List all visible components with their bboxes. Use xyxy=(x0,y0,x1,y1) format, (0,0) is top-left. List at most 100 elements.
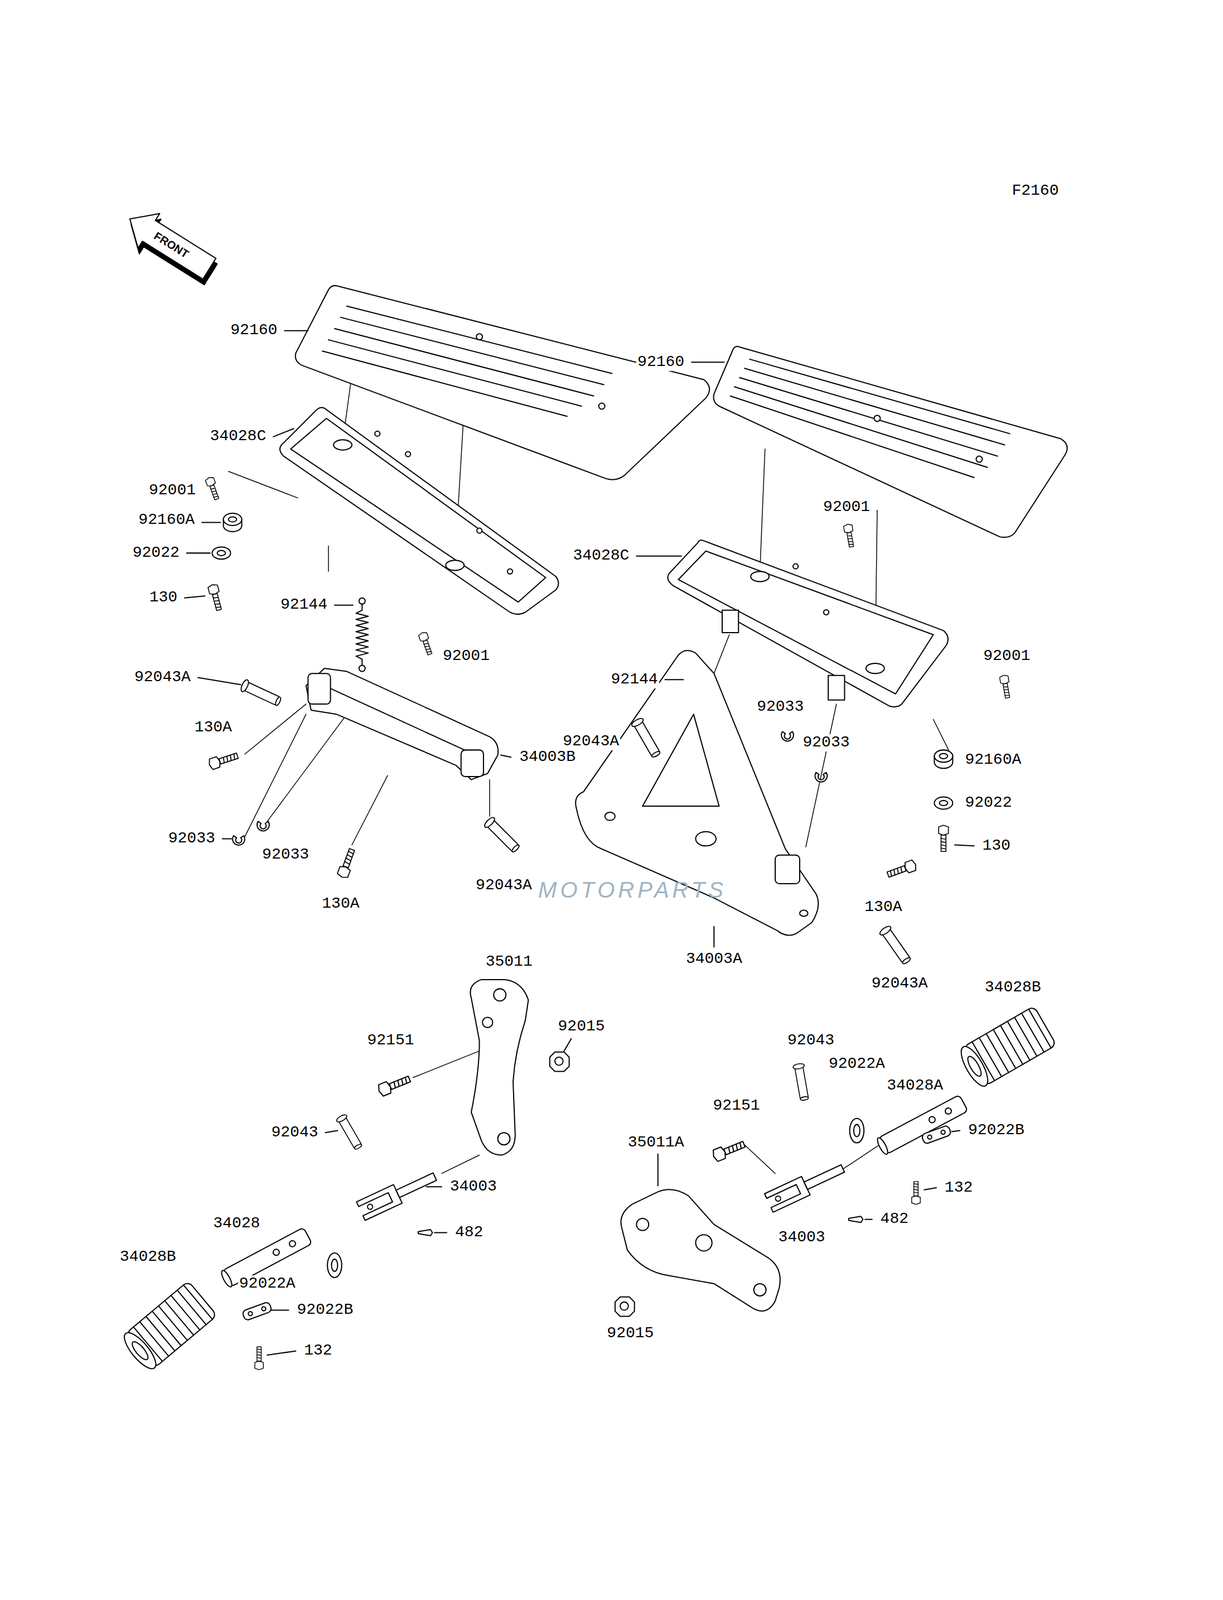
hardware xyxy=(204,476,221,501)
footboard-plate xyxy=(823,609,829,615)
hardware xyxy=(482,815,522,855)
hardware xyxy=(549,1051,570,1072)
direction-label: FRONT xyxy=(151,229,191,260)
callout-number: 130 xyxy=(148,588,179,607)
bracket xyxy=(695,831,717,847)
front-arrow xyxy=(118,201,220,286)
callout-number: 34028C xyxy=(572,547,631,565)
leader-line xyxy=(954,844,975,846)
leader-line xyxy=(197,677,241,685)
footboard-rubber xyxy=(598,403,606,410)
callout-number: 130 xyxy=(981,837,1012,855)
footboard-plate xyxy=(445,559,464,570)
footboard-plate xyxy=(374,431,380,437)
assembly-line xyxy=(228,471,329,572)
hardware xyxy=(764,1158,848,1212)
bracket xyxy=(799,910,809,917)
footboard-plate xyxy=(290,418,546,602)
callout-number: 92001 xyxy=(441,647,491,665)
leader-line xyxy=(271,1309,289,1311)
callout-number: 482 xyxy=(879,1210,910,1228)
callout-number: 92001 xyxy=(982,647,1032,665)
bracket xyxy=(306,668,499,780)
footboard-plate xyxy=(793,563,799,569)
footboard-plate xyxy=(333,439,352,450)
callout-number: 130A xyxy=(193,718,234,737)
hardware xyxy=(327,1252,342,1278)
bracket xyxy=(753,1283,767,1296)
leader-line xyxy=(184,330,975,1355)
hardware xyxy=(878,924,913,966)
hardware xyxy=(119,1051,569,1374)
callout-number: 92033 xyxy=(167,829,217,848)
hardware xyxy=(630,716,663,760)
bracket xyxy=(470,979,529,1155)
callout-number: 92043A xyxy=(870,974,930,993)
callout-number: 92033 xyxy=(755,698,805,716)
footboard-plate xyxy=(750,571,770,582)
callout-number: 92144 xyxy=(610,670,660,689)
callout-number: 34028C xyxy=(208,427,268,446)
callout-number: 92033 xyxy=(260,846,311,864)
callout-number: 130A xyxy=(320,895,361,913)
hardware xyxy=(938,824,949,852)
bracket xyxy=(775,854,800,884)
hardware xyxy=(207,750,239,770)
leader-line xyxy=(864,1218,873,1220)
hardware xyxy=(848,1215,864,1222)
leader-line xyxy=(222,837,232,839)
hardware xyxy=(615,1005,1057,1316)
callout-number: 35011 xyxy=(484,953,534,971)
hardware xyxy=(356,1167,439,1221)
bracket xyxy=(605,811,616,821)
leader-line xyxy=(284,330,308,332)
leader-line xyxy=(184,595,206,598)
leader-line xyxy=(267,1350,296,1355)
leader-line xyxy=(665,678,684,680)
footboard-plate xyxy=(828,675,845,700)
footboard-plate xyxy=(507,568,513,574)
footboard-plate xyxy=(405,451,411,457)
hardware xyxy=(849,1118,865,1143)
footboard-rubber xyxy=(713,346,1068,538)
callout-number: 34028A xyxy=(885,1076,945,1095)
leader-line xyxy=(657,1153,659,1186)
leader-line xyxy=(434,1231,447,1234)
bracket xyxy=(620,1188,780,1311)
callout-number: 482 xyxy=(453,1223,485,1241)
bracket xyxy=(620,1188,780,1311)
footboard-rubber xyxy=(295,285,710,480)
hardware xyxy=(418,1229,433,1236)
hardware xyxy=(886,858,918,880)
callout-number: 92043 xyxy=(786,1031,836,1050)
callout-number: 92022A xyxy=(827,1055,887,1073)
parts-illustration xyxy=(355,597,369,672)
callout-number: 130A xyxy=(863,898,903,916)
leader-line xyxy=(426,1185,442,1187)
callout-number: 34003B xyxy=(518,748,577,766)
callout-number: 35011A xyxy=(626,1133,686,1152)
leader-line xyxy=(325,1130,338,1133)
footboard-rubber xyxy=(713,346,1068,538)
hardware xyxy=(119,1280,217,1373)
callout-number: 132 xyxy=(943,1178,974,1197)
bracket xyxy=(470,979,529,1155)
leader-line xyxy=(334,604,354,606)
footboard-plate xyxy=(476,528,482,534)
footboard-plate xyxy=(866,663,885,674)
callout-number: 34028B xyxy=(983,978,1043,997)
footboard-rubber xyxy=(322,306,612,417)
bracket xyxy=(306,668,499,780)
hardware xyxy=(911,1181,921,1205)
bracket xyxy=(482,1017,493,1028)
callout-number: 132 xyxy=(302,1341,333,1360)
hardware xyxy=(814,772,828,782)
callout-number: 34028 xyxy=(211,1214,261,1232)
hardware xyxy=(792,1062,811,1101)
hardware xyxy=(781,731,794,741)
callout-number: 92022B xyxy=(967,1121,1026,1139)
callout-number: 92151 xyxy=(712,1096,762,1115)
front-arrow xyxy=(117,201,225,292)
